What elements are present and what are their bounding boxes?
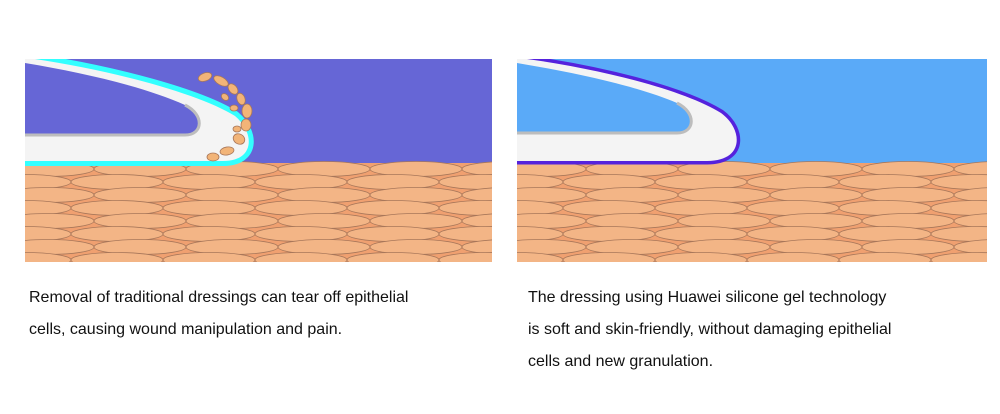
left-caption: Removal of traditional dressings can tea… xyxy=(29,282,499,346)
left-caption-line-2: cells, causing wound manipulation and pa… xyxy=(29,321,343,338)
tissue-cell xyxy=(953,213,987,229)
left-dressing-inner-gap xyxy=(25,63,200,135)
right-dressing-inner-gap xyxy=(517,63,692,133)
tissue-cell xyxy=(461,213,492,229)
torn-epithelial-cell xyxy=(206,152,220,162)
right-illustration xyxy=(517,59,987,262)
tissue-cell xyxy=(461,239,492,255)
tissue-cell xyxy=(953,161,987,177)
right-caption: The dressing using Huawei silicone gel t… xyxy=(528,282,978,378)
right-dressing xyxy=(517,59,741,165)
torn-epithelial-cell xyxy=(213,75,229,87)
right-tissue-layer xyxy=(517,161,987,262)
right-caption-line-2: is soft and skin-friendly, without damag… xyxy=(528,321,892,338)
tissue-cell xyxy=(953,187,987,203)
torn-epithelial-cell xyxy=(241,103,253,119)
torn-epithelial-cell xyxy=(220,93,230,101)
right-dressing-shadow xyxy=(517,101,693,135)
silicone-gel-dressing-diagram xyxy=(517,59,987,262)
torn-epithelial-cell xyxy=(240,118,252,132)
torn-epithelial-cell xyxy=(232,125,242,133)
left-dressing xyxy=(25,59,254,166)
left-tissue-layer xyxy=(25,161,492,262)
tissue-cell xyxy=(461,161,492,177)
tissue-cell xyxy=(930,252,987,262)
tissue-cell xyxy=(953,239,987,255)
torn-epithelial-cell xyxy=(232,133,246,145)
torn-epithelial-cell xyxy=(227,83,239,95)
right-caption-line-3: cells and new granulation. xyxy=(528,353,714,370)
torn-epithelial-cell xyxy=(236,92,246,106)
left-dressing-shadow xyxy=(25,103,201,137)
right-caption-line-1: The dressing using Huawei silicone gel t… xyxy=(528,289,887,306)
tissue-cell xyxy=(461,187,492,203)
left-caption-line-1: Removal of traditional dressings can tea… xyxy=(29,289,409,306)
torn-epithelial-cell xyxy=(229,104,239,112)
torn-epithelial-cell xyxy=(197,72,213,82)
tissue-cell xyxy=(438,252,492,262)
left-illustration xyxy=(25,59,492,262)
traditional-dressing-removal-diagram xyxy=(25,59,492,262)
torn-epithelial-cell xyxy=(219,146,235,156)
torn-epithelial-cells xyxy=(197,72,253,162)
